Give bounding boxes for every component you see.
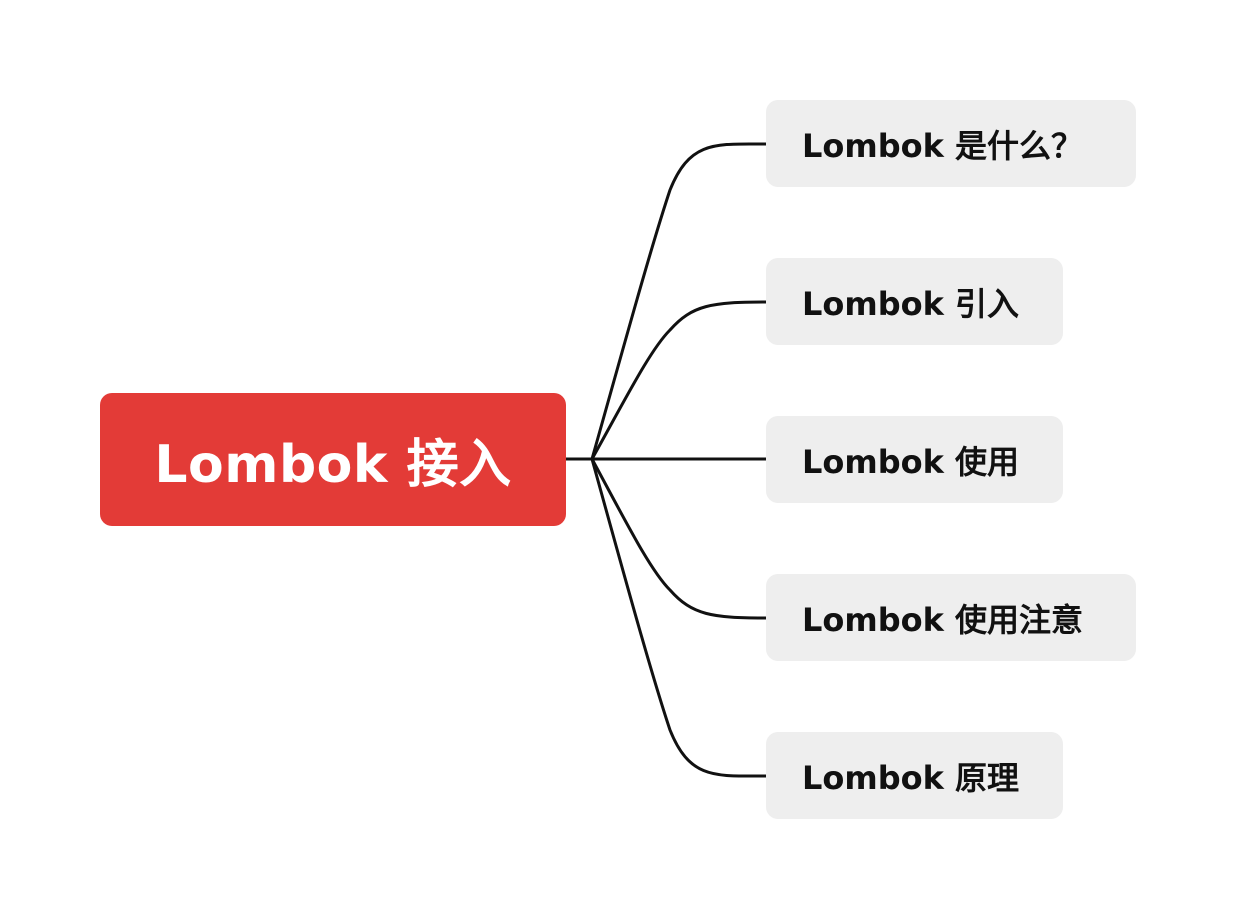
branch-node-lombok-import[interactable]: Lombok 引入	[766, 258, 1063, 345]
branch-node-lombok-principle[interactable]: Lombok 原理	[766, 732, 1063, 819]
connector-root-to-branch-2	[590, 300, 768, 461]
branch-node-lombok-usage[interactable]: Lombok 使用	[766, 416, 1063, 503]
branch-node-what-is-lombok[interactable]: Lombok 是什么？	[766, 100, 1136, 187]
connector-root-to-branch-4	[590, 457, 768, 620]
connector-root-to-branch-1	[564, 142, 768, 461]
root-node[interactable]: Lombok 接入	[100, 393, 566, 526]
branch-node-lombok-usage-notes[interactable]: Lombok 使用注意	[766, 574, 1136, 661]
connector-root-to-branch-5	[590, 457, 768, 778]
